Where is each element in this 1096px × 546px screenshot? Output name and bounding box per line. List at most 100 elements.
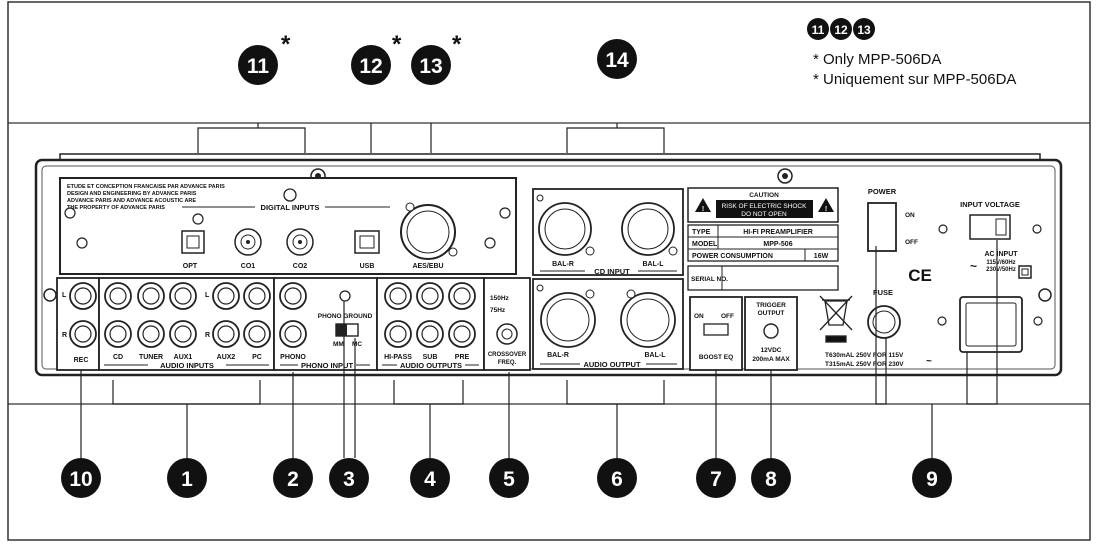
bottom-callouts: 10 1 2 3 4 5 6 7 8 9 — [61, 458, 952, 498]
svg-text:CD: CD — [113, 354, 123, 361]
svg-text:BOOST EQ: BOOST EQ — [699, 354, 733, 361]
credit-line-2: DESIGN AND ENGINEERING BY ADVANCE PARIS — [67, 191, 197, 197]
credit-line-3: ADVANCE PARIS AND ADVANCE ACOUSTIC ARE — [67, 198, 196, 204]
usb-port — [354, 230, 380, 254]
input-voltage-area: INPUT VOLTAGE CE AC INPUT 115V/60Hz 230V… — [908, 200, 1042, 285]
callout-2: 2 — [287, 468, 299, 491]
outer-frame — [7, 1, 1091, 541]
svg-text:TYPE: TYPE — [692, 229, 711, 236]
aes-ebu-label: AES/EBU — [412, 263, 443, 270]
svg-text:!: ! — [825, 206, 827, 213]
audio-outputs-section: HI-PASS SUB PRE AUDIO OUTPUTS — [376, 277, 485, 371]
fuse-spec-2: T315mAL 250V FOR 230V — [825, 361, 904, 368]
svg-text:12: 12 — [359, 55, 382, 78]
info-table: TYPE HI-FI PREAMPLIFIER MODEL MPP-506 PO… — [687, 224, 839, 262]
trigger-jack[interactable] — [763, 323, 779, 339]
svg-text:PC: PC — [252, 354, 262, 361]
svg-text:PRE: PRE — [455, 354, 470, 361]
svg-text:AUDIO INPUTS: AUDIO INPUTS — [160, 361, 214, 370]
svg-text:14: 14 — [605, 49, 629, 72]
legend-callouts: 11 12 13 — [807, 18, 875, 40]
svg-text:~: ~ — [926, 356, 932, 367]
svg-text:OFF: OFF — [905, 239, 918, 246]
callout-3: 3 — [343, 468, 355, 491]
svg-text:MC: MC — [352, 341, 362, 348]
callout-11: 11 * — [238, 31, 291, 85]
svg-text:150Hz: 150Hz — [490, 295, 510, 302]
svg-text:*: * — [392, 31, 402, 58]
svg-text:13: 13 — [419, 55, 442, 78]
credit-line-1: ETUDE ET CONCEPTION FRANCAISE PAR ADVANC… — [67, 184, 225, 190]
svg-text:PHONO GROUND: PHONO GROUND — [318, 313, 373, 320]
svg-text:16W: 16W — [814, 253, 829, 260]
caution-title: CAUTION — [749, 192, 779, 199]
svg-text:PHONO: PHONO — [280, 354, 306, 361]
svg-text:CROSSOVER: CROSSOVER — [488, 352, 527, 358]
svg-text:INPUT VOLTAGE: INPUT VOLTAGE — [960, 200, 1020, 209]
serial-box: SERIAL NO. — [687, 265, 839, 291]
class2-symbol — [1018, 265, 1032, 279]
ac-tilde: ~ — [970, 259, 977, 273]
power-switch[interactable] — [867, 202, 897, 252]
callout-12: 12 * — [351, 31, 402, 85]
boost-eq-switch[interactable] — [703, 323, 729, 336]
svg-text:ON: ON — [905, 212, 915, 219]
svg-text:AUX1: AUX1 — [174, 354, 193, 361]
cd-input-module: BAL-R BAL-L CD INPUT — [532, 188, 684, 276]
callout-5: 5 — [503, 468, 515, 491]
digital-inputs-title: DIGITAL INPUTS — [261, 203, 320, 212]
svg-text:!: ! — [702, 206, 704, 213]
rec-section: L R REC — [56, 277, 100, 371]
balanced-output-module: BAL-R BAL-L AUDIO OUTPUT — [532, 278, 684, 370]
caution-label: ! ! CAUTION RISK OF ELECTRIC SHOCK DO NO… — [687, 187, 839, 223]
svg-text:*: * — [452, 31, 462, 58]
ce-mark: CE — [908, 266, 932, 285]
note-uniquement: * Uniquement sur MPP-506DA — [813, 71, 1016, 88]
opt-label: OPT — [183, 263, 198, 270]
svg-text:AC INPUT: AC INPUT — [984, 251, 1018, 258]
legend-num-12: 12 — [834, 23, 848, 37]
callout-7: 7 — [710, 468, 722, 491]
digital-inputs-module: ETUDE ET CONCEPTION FRANCAISE PAR ADVANC… — [59, 177, 517, 275]
svg-text:PHONO INPUT: PHONO INPUT — [301, 361, 354, 370]
callout-8: 8 — [765, 468, 777, 491]
out-bal-l-label: BAL-L — [645, 352, 667, 359]
cd-bal-l-label: BAL-L — [643, 261, 665, 268]
svg-text:11: 11 — [247, 55, 270, 78]
boost-eq-section: ON OFF BOOST EQ — [689, 296, 743, 371]
svg-text:L: L — [62, 292, 67, 299]
crossover-selector[interactable] — [496, 323, 518, 345]
caution-line-2: DO NOT OPEN — [741, 211, 787, 218]
co1-label: CO1 — [241, 263, 256, 270]
callout-1: 1 — [181, 468, 193, 491]
callout-9: 9 — [926, 468, 938, 491]
cd-input-title: CD INPUT — [594, 267, 630, 276]
svg-text:ON: ON — [694, 313, 704, 320]
legend-num-13: 13 — [857, 23, 871, 37]
legend-num-11: 11 — [812, 23, 825, 37]
svg-text:OFF: OFF — [721, 313, 734, 320]
callout-6: 6 — [611, 468, 623, 491]
svg-text:200mA MAX: 200mA MAX — [752, 356, 790, 363]
credit-line-4: THE PROPERTY OF ADVANCE PARIS — [67, 205, 165, 211]
optical-jack — [181, 230, 205, 254]
svg-text:REC: REC — [74, 357, 89, 364]
audio-output-title: AUDIO OUTPUT — [583, 360, 641, 369]
svg-text:FUSE: FUSE — [873, 288, 893, 297]
svg-text:TUNER: TUNER — [139, 354, 163, 361]
svg-text:12VDC: 12VDC — [761, 347, 782, 354]
cd-bal-r-label: BAL-R — [552, 261, 574, 268]
svg-text:75Hz: 75Hz — [490, 307, 506, 314]
svg-text:HI-PASS: HI-PASS — [384, 354, 412, 361]
weee-bin-icon — [819, 295, 853, 343]
top-leader-lines — [197, 123, 665, 153]
usb-label: USB — [360, 263, 375, 270]
crossover-section: 150Hz 75Hz CROSSOVER FREQ. — [483, 277, 531, 371]
svg-text:OUTPUT: OUTPUT — [758, 310, 785, 317]
svg-text:HI-FI PREAMPLIFIER: HI-FI PREAMPLIFIER — [743, 229, 813, 236]
bottom-leader-lines — [80, 240, 998, 458]
svg-text:MODEL: MODEL — [692, 241, 718, 248]
svg-text:FREQ.: FREQ. — [498, 360, 517, 366]
aes-ebu-connector — [400, 204, 456, 260]
